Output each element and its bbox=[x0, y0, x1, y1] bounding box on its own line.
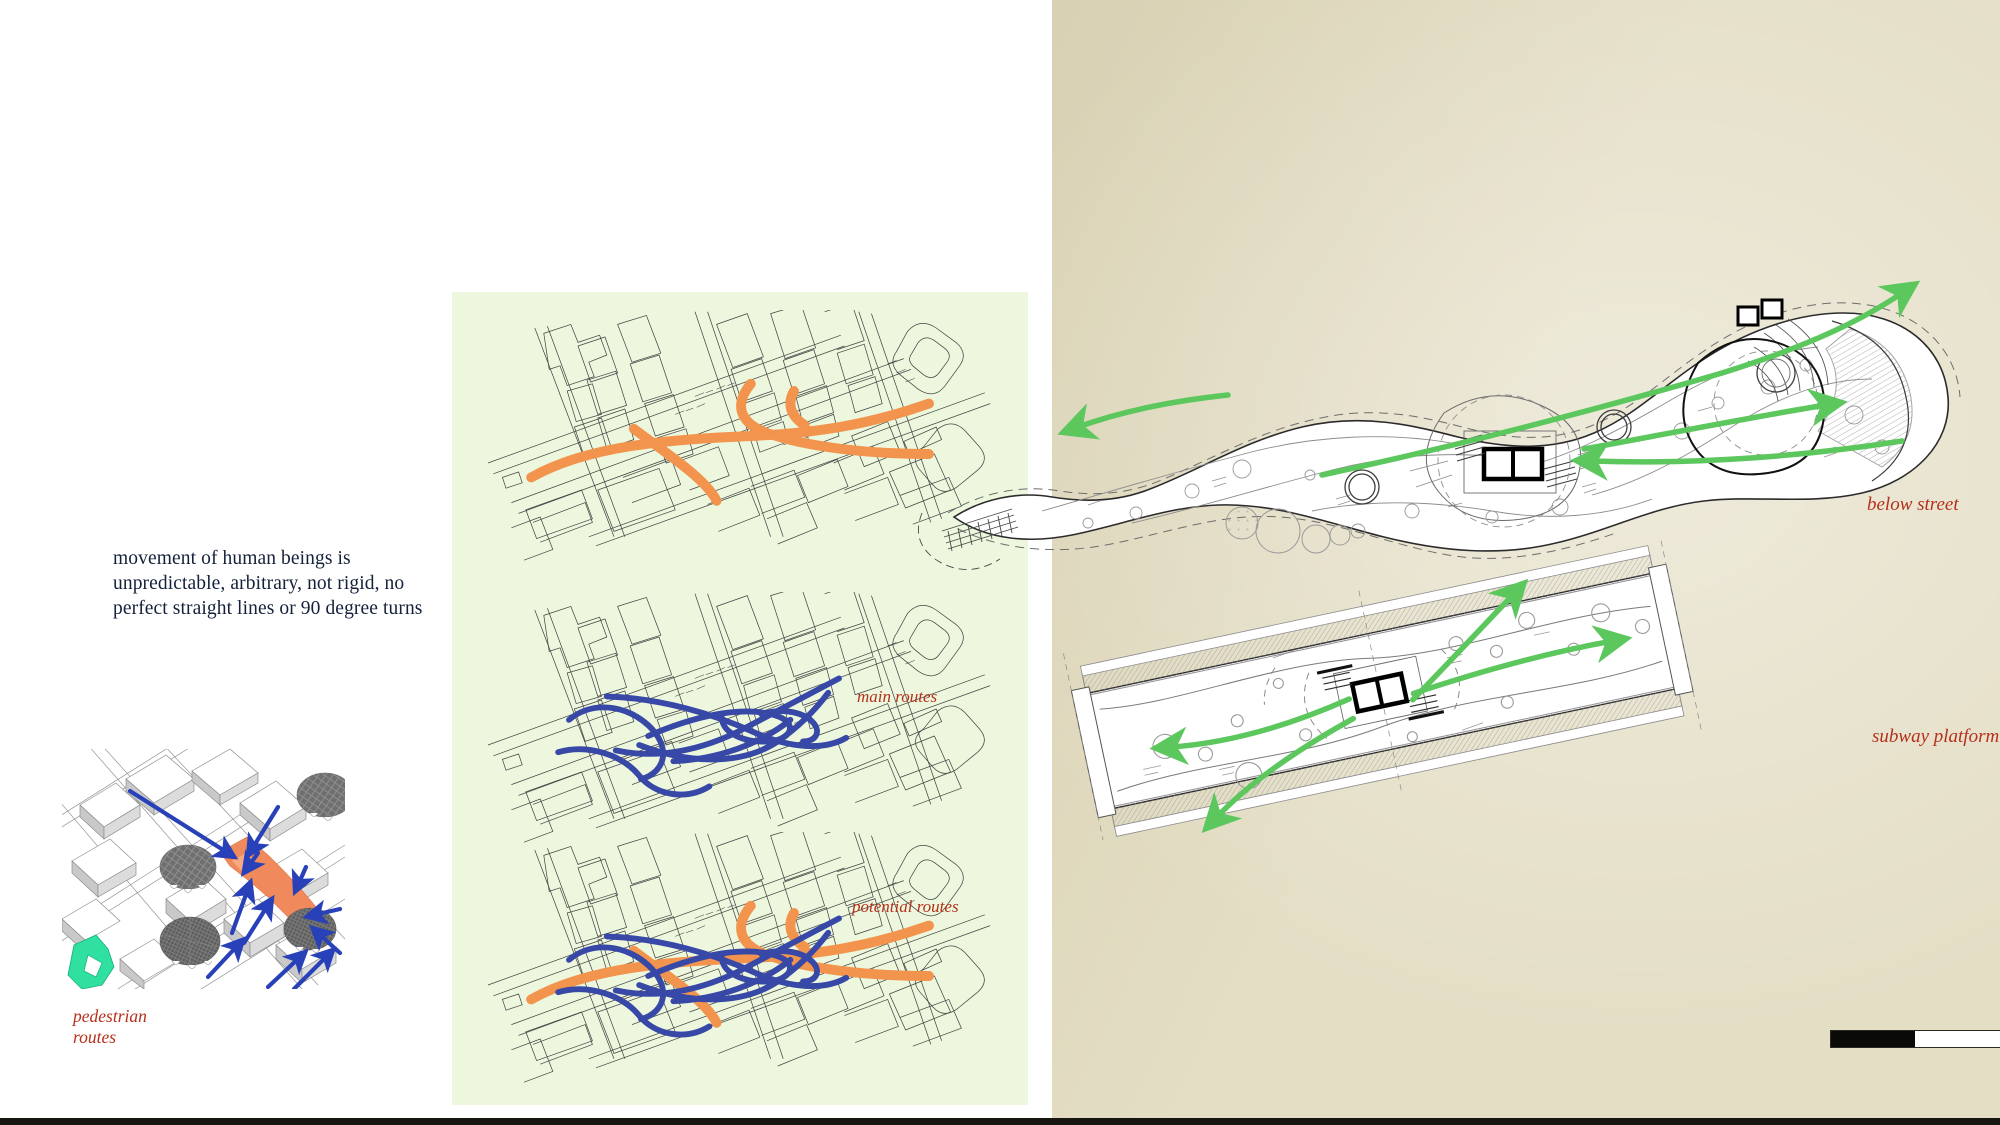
orange-route-strokes bbox=[526, 378, 934, 506]
axonometric-city-model bbox=[62, 749, 345, 989]
label-subway-platform: subway platform bbox=[1872, 726, 2000, 747]
pale-green-panel: main routes potential routes bbox=[452, 292, 1028, 1105]
movement-arrows bbox=[127, 788, 343, 989]
label-pedestrian-routes-line1: pedestrian bbox=[73, 1006, 147, 1026]
vertical-core bbox=[1481, 446, 1545, 482]
label-potential-routes: potential routes bbox=[852, 897, 959, 916]
below-street-floor-plan bbox=[892, 255, 1992, 605]
subway-platform-plan bbox=[982, 540, 1782, 840]
blue-route-strokes bbox=[555, 915, 850, 1038]
scale-segment-light bbox=[1915, 1031, 2000, 1047]
label-pedestrian-routes-line2: routes bbox=[73, 1027, 117, 1047]
blue-route-strokes bbox=[555, 675, 850, 798]
scale-segment-dark bbox=[1831, 1031, 1916, 1047]
site-plan-combined-routes bbox=[452, 832, 1028, 1084]
label-below-street: below street bbox=[1867, 494, 1959, 515]
label-main-routes: main routes bbox=[857, 687, 938, 706]
circulation-arrows bbox=[1057, 280, 1921, 481]
statement-text: movement of human beings is unpredictabl… bbox=[113, 548, 423, 619]
graphic-scale-bar bbox=[1830, 1030, 2000, 1048]
white-panel: movement of human beings is unpredictabl… bbox=[0, 0, 452, 1125]
vertical-core-secondary bbox=[1736, 298, 1784, 327]
site-plan-main-routes bbox=[452, 310, 1028, 562]
platform-vertical-core bbox=[1316, 655, 1445, 730]
site-plan-potential-routes bbox=[452, 592, 1028, 844]
label-pedestrian-routes: pedestrian routes bbox=[73, 1006, 273, 1048]
tan-panel: below street bbox=[918, 0, 2000, 1125]
bottom-edge-strip bbox=[0, 1118, 2000, 1125]
circulation-arrows bbox=[1149, 578, 1633, 834]
